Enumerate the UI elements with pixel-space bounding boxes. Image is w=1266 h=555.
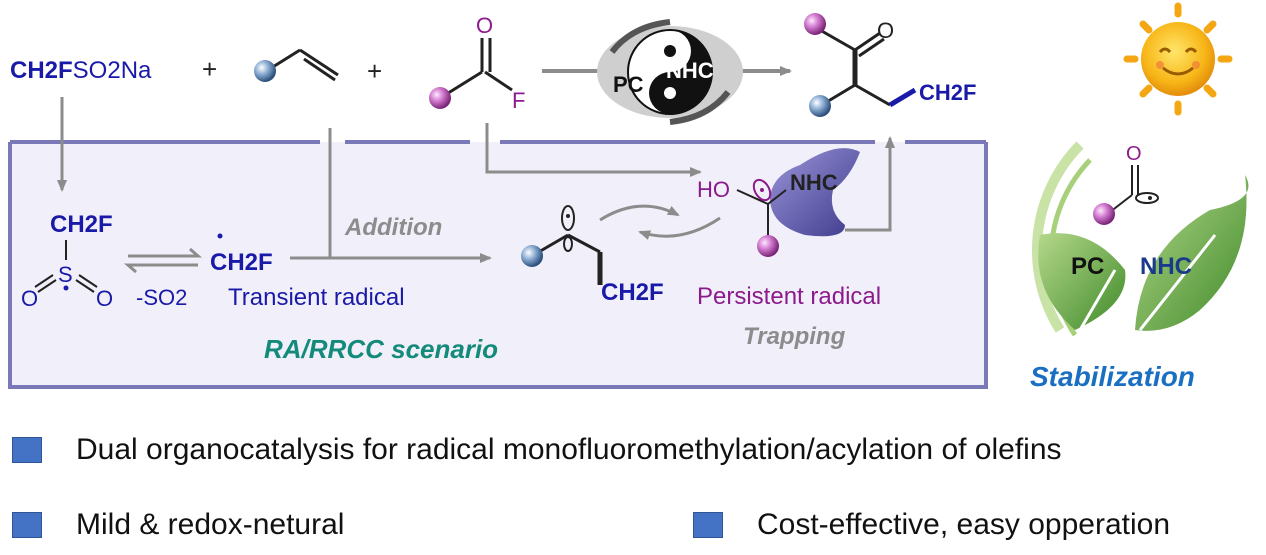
svg-text:CH2F: CH2F (601, 279, 664, 306)
svg-text:F: F (512, 88, 525, 113)
arrow-acyl-to-nhc (485, 123, 702, 177)
reagent-bold: CH2F (10, 57, 73, 84)
acyl-fluoride-structure: O F (429, 13, 525, 113)
scenario-label: RA/RRCC scenario (264, 334, 498, 364)
purple-sphere-icon (1093, 203, 1115, 225)
persistent-radical-structure: NHC HO (697, 148, 860, 257)
bullet-square-icon (693, 512, 723, 538)
trapping-arrow-out (638, 216, 721, 240)
alkyl-radical-structure: CH2F (521, 205, 664, 306)
bullet-square-icon (12, 437, 42, 463)
svg-text:CH2FSO2Na: CH2FSO2Na (10, 57, 152, 84)
bullet-cost-effective: Cost-effective, easy opperation (693, 505, 1170, 545)
blue-sphere-icon (521, 245, 543, 267)
bullet-text: Mild & redox-netural (76, 508, 345, 541)
stabilization-label: Stabilization (1030, 361, 1195, 392)
plus-sign-1: + (202, 54, 217, 84)
svg-text:S: S (58, 262, 73, 287)
bullet-text: Dual organocatalysis for radical monoflu… (76, 433, 1062, 466)
svg-text:NHC: NHC (666, 58, 714, 83)
svg-text:CH2F: CH2F (919, 80, 976, 105)
blue-sphere-icon (809, 95, 831, 117)
bullet-mild-redox: Mild & redox-netural (12, 505, 344, 545)
bullet-dual-organocatalysis: Dual organocatalysis for radical monoflu… (12, 430, 1062, 470)
plus-sign-2: + (367, 56, 382, 86)
equilibrium-arrows (124, 247, 202, 274)
transient-radical-label: Transient radical (228, 284, 405, 311)
leaf-catalysts-icon: O PC NHC (1032, 141, 1249, 337)
blue-sphere-icon (254, 60, 276, 82)
trapping-label: Trapping (743, 323, 846, 350)
svg-text:O: O (877, 18, 894, 43)
svg-text:O: O (21, 286, 38, 311)
purple-sphere-icon (757, 235, 779, 257)
purple-sphere-icon (429, 87, 451, 109)
addition-label: Addition (344, 214, 442, 241)
svg-text:O: O (96, 286, 113, 311)
svg-text:CH2F: CH2F (50, 211, 113, 238)
minus-so2-label: -SO2 (136, 285, 187, 310)
svg-text:NHC: NHC (1140, 253, 1192, 280)
svg-text:O: O (476, 13, 493, 38)
svg-text:O: O (1126, 143, 1142, 165)
persistent-radical-label: Persistent radical (697, 283, 881, 310)
purple-sphere-icon (804, 13, 826, 35)
trapping-arrow-in (599, 204, 680, 222)
svg-text:NHC: NHC (790, 170, 838, 195)
sulfinyl-radical-structure: CH2F S O O (21, 211, 113, 311)
sun-icon (1123, 2, 1233, 116)
bullet-square-icon (12, 512, 42, 538)
radical-dot (217, 233, 223, 239)
product-structure: O CH2F (804, 13, 976, 117)
svg-text:HO: HO (697, 177, 730, 202)
reagent-rest: SO2Na (73, 57, 152, 84)
yin-yang-catalyst-icon: PC NHC (597, 19, 743, 125)
bullet-text: Cost-effective, easy opperation (757, 508, 1171, 541)
olefin-structure (254, 48, 339, 82)
transient-radical-formula: CH2F (210, 249, 273, 276)
reagent-sulfinate: CH2FSO2Na (10, 57, 152, 84)
svg-text:PC: PC (613, 72, 644, 97)
arrow-to-product (845, 136, 895, 232)
svg-text:PC: PC (1071, 253, 1104, 280)
